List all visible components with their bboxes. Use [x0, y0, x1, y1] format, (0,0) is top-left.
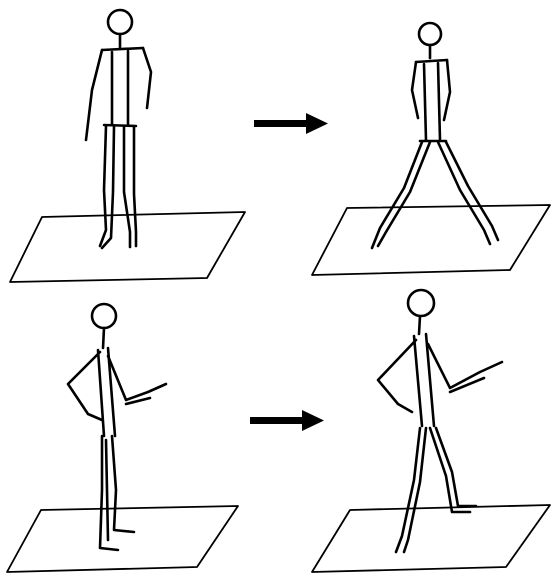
transition-arrow-top	[254, 113, 328, 134]
head	[108, 10, 132, 34]
transition-arrow-bottom	[250, 410, 324, 431]
arrow-head	[306, 113, 328, 134]
panel-standing-front	[10, 10, 245, 282]
panel-walking-side	[312, 290, 550, 572]
stick-figure	[68, 328, 166, 550]
head	[92, 304, 116, 328]
panel-standing-side	[7, 304, 238, 572]
arrow-head	[302, 410, 324, 431]
panel-walking-front	[312, 23, 550, 275]
head	[419, 23, 441, 45]
head	[408, 290, 434, 316]
floor-plate	[312, 205, 550, 275]
stick-figure	[378, 316, 502, 552]
floor-plate	[312, 505, 550, 572]
arrow-shaft	[254, 120, 310, 127]
stick-figure	[372, 45, 498, 248]
arrow-shaft	[250, 417, 306, 424]
floor-plate	[7, 506, 238, 572]
